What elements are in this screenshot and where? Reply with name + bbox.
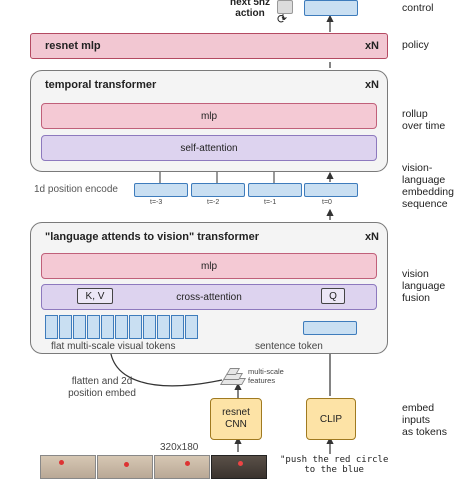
language-transformer-title: "language attends to vision" transformer [45, 231, 259, 243]
label-embed-inputs: embed inputs as tokens [402, 402, 447, 438]
visual-token [115, 315, 128, 339]
tick-label: t=-2 [207, 199, 220, 206]
resnet-cnn-label: resnet CNN [222, 407, 250, 430]
clip-block: CLIP [306, 398, 356, 440]
cycle-icon: ⟳ [277, 12, 288, 26]
next-action-label: next 5hz action [229, 0, 270, 19]
robot-gripper-icon [277, 0, 293, 14]
instruction-text: "push the red circle to the blue [280, 455, 389, 475]
temporal-mlp-block: mlp [41, 103, 377, 129]
visual-token [101, 315, 114, 339]
tick-label: t=-3 [150, 199, 163, 206]
language-transformer-repeat: xN [364, 231, 379, 243]
frame-image-current [211, 455, 267, 479]
resnet-mlp-block: resnet mlp xN [30, 33, 388, 59]
self-attention-label: self-attention [180, 142, 238, 154]
tick-label: t=0 [322, 199, 332, 206]
kv-port: K, V [77, 288, 113, 304]
visual-tokens-label: flat multi-scale visual tokens [51, 341, 176, 352]
clip-label: CLIP [319, 413, 343, 425]
position-encode-label: 1d position encode [34, 184, 118, 195]
time-slot-t-1 [248, 183, 302, 197]
visual-token [185, 315, 198, 339]
frame-image [154, 455, 210, 479]
temporal-transformer-title: temporal transformer [45, 79, 157, 91]
label-control: control [402, 2, 434, 14]
frame-image [97, 455, 153, 479]
visual-token [129, 315, 142, 339]
time-slot-t-3 [134, 183, 188, 197]
flatten-label: flatten and 2d position embed [68, 376, 136, 399]
multiscale-label: multi-scale features [248, 367, 284, 385]
q-port: Q [321, 288, 345, 304]
label-vision-language-fusion: vision language fusion [402, 268, 446, 304]
label-policy: policy [402, 39, 429, 51]
resnet-mlp-repeat: xN [364, 40, 379, 52]
temporal-transformer-block: temporal transformer xN mlp self-attenti… [30, 70, 388, 172]
action-token [304, 0, 358, 16]
time-slot-t-2 [191, 183, 245, 197]
resnet-mlp-title: resnet mlp [45, 40, 101, 52]
stacked-features-icon [219, 368, 247, 386]
fusion-mlp-label: mlp [200, 260, 218, 272]
time-slot-t0 [304, 183, 358, 197]
kv-label: K, V [85, 290, 105, 302]
cross-attention-label: cross-attention [176, 291, 242, 303]
visual-token [157, 315, 170, 339]
temporal-mlp-label: mlp [200, 110, 218, 122]
label-vision-language-embedding: vision- language embedding sequence [402, 162, 454, 210]
label-rollup: rollup over time [402, 108, 446, 132]
frame-image [40, 455, 96, 479]
visual-token [45, 315, 58, 339]
visual-token [59, 315, 72, 339]
sentence-token-label: sentence token [255, 341, 323, 352]
language-vision-transformer-block: "language attends to vision" transformer… [30, 222, 388, 354]
visual-token [87, 315, 100, 339]
sentence-token [303, 321, 357, 335]
resnet-cnn-block: resnet CNN [210, 398, 262, 440]
visual-token [143, 315, 156, 339]
visual-token [171, 315, 184, 339]
self-attention-block: self-attention [41, 135, 377, 161]
fusion-mlp-block: mlp [41, 253, 377, 279]
visual-token [73, 315, 86, 339]
q-label: Q [329, 290, 337, 302]
resolution-label: 320x180 [160, 442, 199, 453]
visual-tokens-row [45, 315, 198, 339]
temporal-transformer-repeat: xN [364, 79, 379, 91]
tick-label: t=-1 [264, 199, 277, 206]
